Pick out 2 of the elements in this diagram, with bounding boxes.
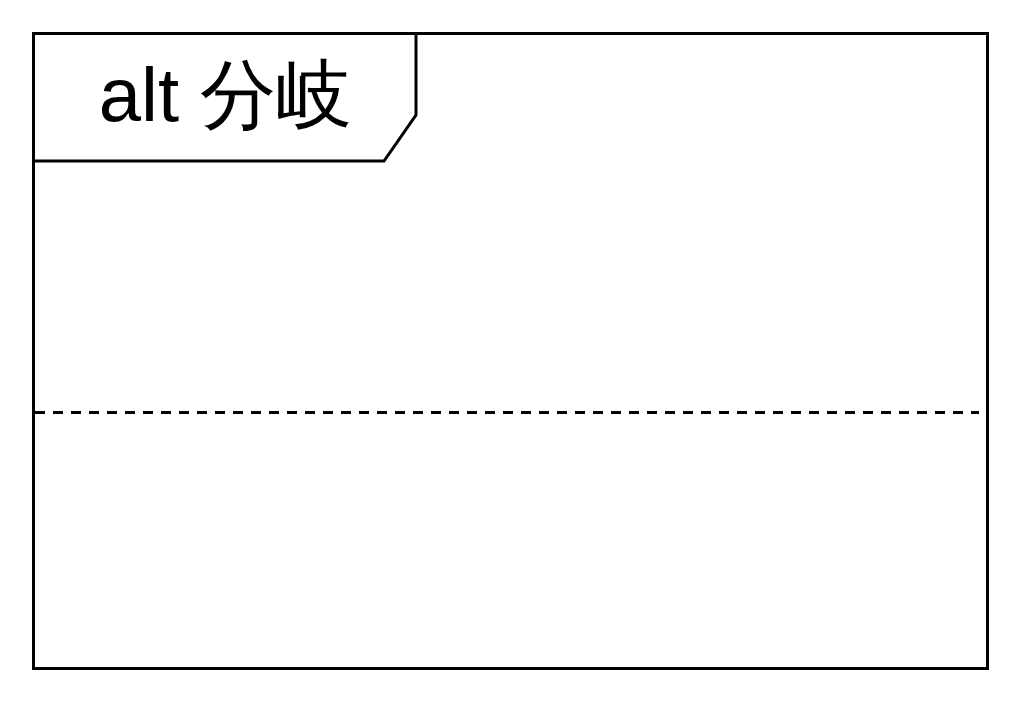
operator-tab: alt 分岐: [35, 35, 416, 161]
fragment-frame: [32, 32, 989, 670]
